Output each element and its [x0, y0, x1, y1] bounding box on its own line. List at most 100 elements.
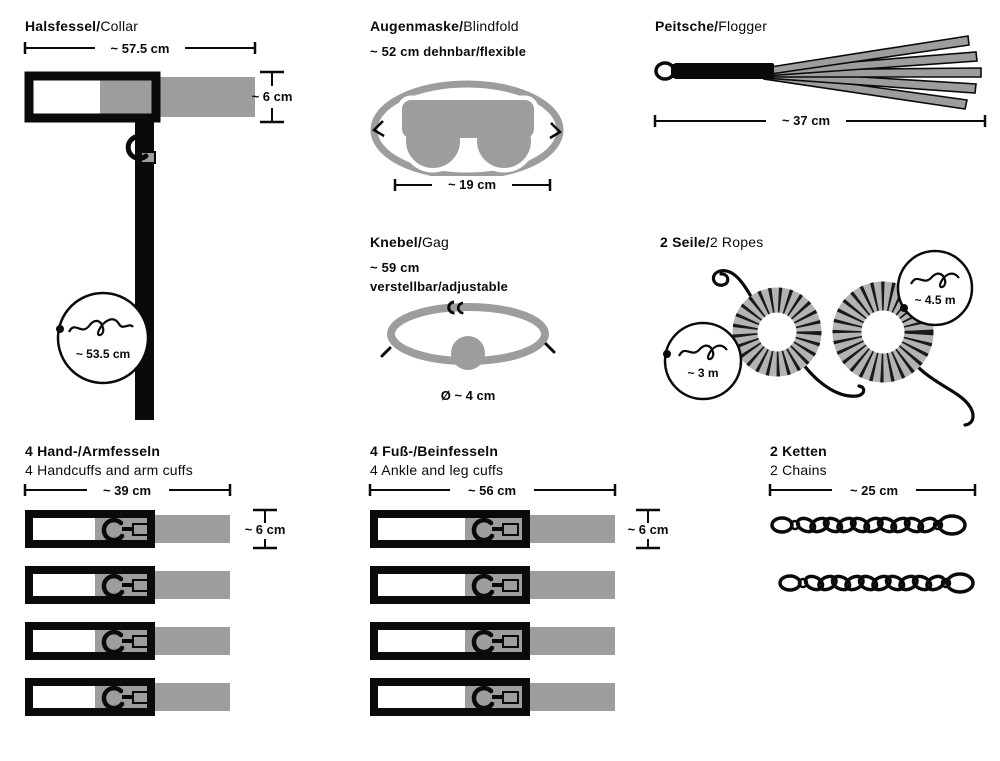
- chains-subtitle: 2 Chains: [770, 462, 827, 478]
- rope-long-length-detail: ~ 4.5 m: [896, 249, 974, 327]
- gag-ball-diameter-label: Ø ~ 4 cm: [441, 388, 496, 403]
- dimension-label-gap: [432, 176, 512, 193]
- anklecuffs-title: 4 Fuß-/Beinfesseln: [370, 443, 499, 459]
- flogger-title-en: Flogger: [718, 18, 768, 34]
- ropes-drawing: ~ 3 m ~ 4.5 m: [663, 249, 975, 427]
- anklecuff-row: [370, 678, 615, 716]
- collar-strap-length-label: ~ 53.5 cm: [76, 347, 130, 361]
- anklecuffs-subtitle: 4 Ankle and leg cuffs: [370, 462, 504, 478]
- collar-title: Halsfessel/Collar: [25, 18, 340, 34]
- flogger-handle: [674, 63, 774, 79]
- flogger-title: Peitsche/Flogger: [655, 18, 1000, 34]
- collar-belt: [24, 71, 255, 123]
- gag-section: Knebel/Gag ~ 59 cm verstellbar/adjustabl…: [370, 234, 605, 419]
- gag-adjust-tick-left: [380, 346, 392, 358]
- rope-short-length-detail: ~ 3 m: [663, 321, 743, 401]
- blindfold-section: Augenmaske/Blindfold ~ 52 cm dehnbar/fle…: [370, 18, 585, 218]
- blindfold-stretch-label: ~ 52 cm dehnbar/flexible: [370, 44, 527, 59]
- chains-length-label: ~ 25 cm: [850, 483, 898, 498]
- chains-drawing: ~ 25 cm: [768, 481, 977, 594]
- gag-ball: [451, 336, 485, 370]
- gag-drawing: Ø ~ 4 cm: [380, 300, 556, 403]
- collar-leash-strap: [135, 120, 154, 420]
- ropes-section: 2 Seile/2 Ropes ~ 3 m: [655, 234, 1000, 439]
- handcuffs-width-label: ~ 39 cm: [103, 483, 151, 498]
- handcuffs-height-dimension: [253, 508, 277, 550]
- ropes-title: 2 Seile/2 Ropes: [660, 234, 1000, 250]
- rope-coil-short: [732, 287, 822, 377]
- handcuffs-height-label: ~ 6 cm: [245, 522, 286, 537]
- flogger-section: Peitsche/Flogger ~ 37 cm: [650, 18, 1000, 143]
- handcuffs-drawing: ~ 39 cm ~ 6 cm: [23, 481, 286, 716]
- gag-clasp-icon: [447, 300, 464, 315]
- anklecuff-row: [370, 566, 615, 604]
- chain-item: [778, 572, 975, 594]
- handcuffs-title: 4 Hand-/Armfesseln: [25, 443, 161, 459]
- rope-coil-long: [832, 281, 934, 383]
- handcuff-row: [25, 678, 230, 716]
- carabiner-hook-icon: [101, 685, 149, 711]
- collar-width-label: ~ 57.5 cm: [111, 41, 170, 56]
- rope-end-dot: [663, 350, 671, 358]
- handcuffs-subtitle: 4 Handcuffs and arm cuffs: [25, 462, 193, 478]
- flogger-drawing: ~ 37 cm: [653, 35, 987, 129]
- collar-height-dimension: [260, 70, 284, 124]
- flogger-title-de: Peitsche/: [655, 18, 719, 34]
- handcuff-row: [25, 566, 230, 604]
- carabiner-hook-icon: [101, 517, 149, 543]
- collar-drawing: ~ 57.5 cm ~ 53.5 cm: [23, 39, 293, 420]
- anklecuffs-section: 4 Fuß-/Beinfesseln 4 Ankle and leg cuffs…: [368, 443, 685, 748]
- carabiner-hook-icon: [101, 629, 149, 655]
- chains-section: 2 Ketten 2 Chains ~ 25 cm: [768, 443, 1000, 648]
- gag-adjust-tick-right: [544, 342, 556, 354]
- gag-adjustable-label: verstellbar/adjustable: [370, 279, 509, 294]
- blindfold-drawing: ~ 19 cm: [370, 80, 564, 193]
- ropes-title-de: 2 Seile/: [660, 234, 710, 250]
- blindfold-mask: [402, 100, 534, 168]
- blindfold-title-en: Blindfold: [463, 18, 519, 34]
- dimension-label-gap: [87, 481, 169, 498]
- flogger-tails: [763, 35, 982, 110]
- handcuff-row: [25, 510, 230, 548]
- dimension-label-gap: [832, 481, 916, 498]
- gag-length-label: ~ 59 cm: [370, 260, 420, 275]
- carabiner-hook-icon: [471, 629, 519, 655]
- carabiner-hook-icon: [125, 133, 156, 164]
- collar-title-en: Collar: [100, 18, 139, 34]
- chains-title: 2 Ketten: [770, 443, 827, 459]
- gag-title-en: Gag: [421, 234, 450, 250]
- rope-short-label: ~ 3 m: [687, 366, 718, 380]
- gag-title: Knebel/Gag: [370, 234, 605, 250]
- dimension-label-gap: [450, 481, 534, 498]
- dimension-label-gap: [95, 39, 185, 56]
- rope-end-dot: [900, 304, 908, 312]
- anklecuffs-height-dimension: [636, 508, 660, 550]
- gag-title-de: Knebel/: [370, 234, 422, 250]
- carabiner-hook-icon: [471, 573, 519, 599]
- ropes-title-en: 2 Ropes: [709, 234, 764, 250]
- anklecuffs-drawing: ~ 56 cm ~ 6 cm: [368, 481, 669, 716]
- strap-end-dot: [56, 325, 64, 333]
- strap-squiggle-icon: [68, 318, 134, 337]
- carabiner-hook-icon: [471, 685, 519, 711]
- chain-item: [770, 514, 967, 536]
- stretch-arrow-left-icon: [371, 120, 385, 138]
- carabiner-hook-icon: [101, 573, 149, 599]
- handcuffs-section: 4 Hand-/Armfesseln 4 Handcuffs and arm c…: [23, 443, 335, 748]
- dimension-label-gap: [766, 112, 846, 129]
- blindfold-width-label: ~ 19 cm: [448, 177, 496, 192]
- anklecuff-row: [370, 622, 615, 660]
- collar-strap-length-detail: ~ 53.5 cm: [56, 291, 150, 385]
- rope-long-label: ~ 4.5 m: [914, 293, 955, 307]
- anklecuff-row: [370, 510, 615, 548]
- rope-squiggle-icon: [678, 344, 728, 361]
- rope-squiggle-icon: [910, 272, 960, 289]
- carabiner-hook-icon: [471, 517, 519, 543]
- collar-section: Halsfessel/Collar ~ 57.5 cm: [23, 18, 340, 443]
- flogger-length-label: ~ 37 cm: [782, 113, 830, 128]
- collar-height-label: ~ 6 cm: [252, 89, 293, 104]
- collar-title-de: Halsfessel/: [25, 18, 101, 34]
- stretch-arrow-right-icon: [549, 122, 563, 140]
- anklecuffs-height-label: ~ 6 cm: [628, 522, 669, 537]
